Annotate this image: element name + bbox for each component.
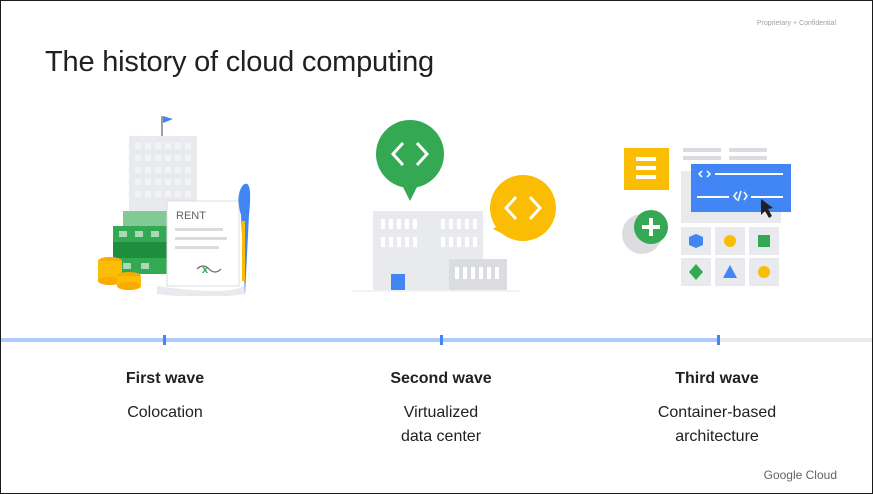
wave-title: First wave [125,370,205,387]
wave-title: Third wave [675,370,759,387]
circle-icon-2 [758,266,770,278]
google-cloud-logo: Google Cloud [763,468,837,482]
wave-description-line: architecture [675,428,759,445]
wave-title: Second wave [390,370,492,387]
circle-icon [724,235,736,247]
rent-label: RENT [176,210,206,222]
square-icon [758,235,770,247]
triangle-icon [723,265,737,278]
code-bubble-yellow [490,175,556,241]
confidential-label: Proprietary + Confidential [756,20,836,27]
page-title: The history of cloud computing [45,46,434,78]
code-window [691,164,791,212]
flag-icon [163,116,173,123]
wave-first: First wave Colocation [65,370,265,425]
money-stack [113,211,173,274]
rent-document [157,200,245,296]
timeline-progress [1,338,718,342]
door-icon [391,274,405,291]
hexagon-icon [689,234,703,248]
wave-description-line: data center [400,428,482,445]
wave-description: Virtualized data center [341,401,541,449]
wave-description: Container-based architecture [617,401,817,449]
colocation-illustration: RENT x [98,116,251,296]
timeline-tick-third [717,335,720,345]
timeline [1,335,872,345]
wave-second: Second wave Virtualized data center [341,370,541,449]
wave-description: Colocation [65,401,265,425]
container-architecture-illustration [622,148,791,286]
wave-third: Third wave Container-based architecture [617,370,817,449]
cursor-icon [761,199,773,218]
data-center-illustration [351,120,556,292]
code-bubble-green [376,120,444,201]
wave-description-line: Colocation [127,404,203,421]
signature-mark: x [202,264,209,276]
timeline-tick-second [440,335,443,345]
wave-description-line: Virtualized [403,404,479,421]
timeline-tick-first [163,335,166,345]
wave-description-line: Container-based [657,404,777,421]
diamond-icon [689,264,703,280]
coin-stack [98,257,141,290]
